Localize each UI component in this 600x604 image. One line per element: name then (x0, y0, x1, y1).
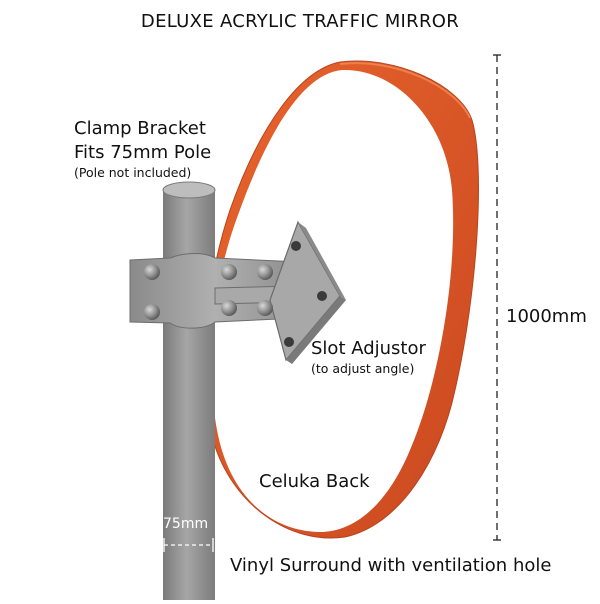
slot-adjustor-note: (to adjust angle) (311, 361, 415, 376)
pole-width-dimension (163, 538, 214, 552)
bolts (144, 241, 327, 347)
diagram-title: DELUXE ACRYLIC TRAFFIC MIRROR (140, 11, 460, 32)
clamp-note: (Pole not included) (74, 165, 192, 180)
height-label: 1000mm (506, 306, 587, 327)
height-dimension (493, 54, 501, 541)
pole-top (162, 181, 216, 199)
clamp-label-line1: Clamp Bracket (74, 118, 206, 139)
pole (163, 188, 215, 600)
slot-adjustor-label: Slot Adjustor (311, 338, 426, 359)
clamp-label-line2: Fits 75mm Pole (74, 142, 212, 163)
surround-label: Vinyl Surround with ventilation hole (230, 555, 552, 576)
celuka-back-label: Celuka Back (259, 471, 370, 492)
pole-width-label: 75mm (163, 516, 209, 532)
